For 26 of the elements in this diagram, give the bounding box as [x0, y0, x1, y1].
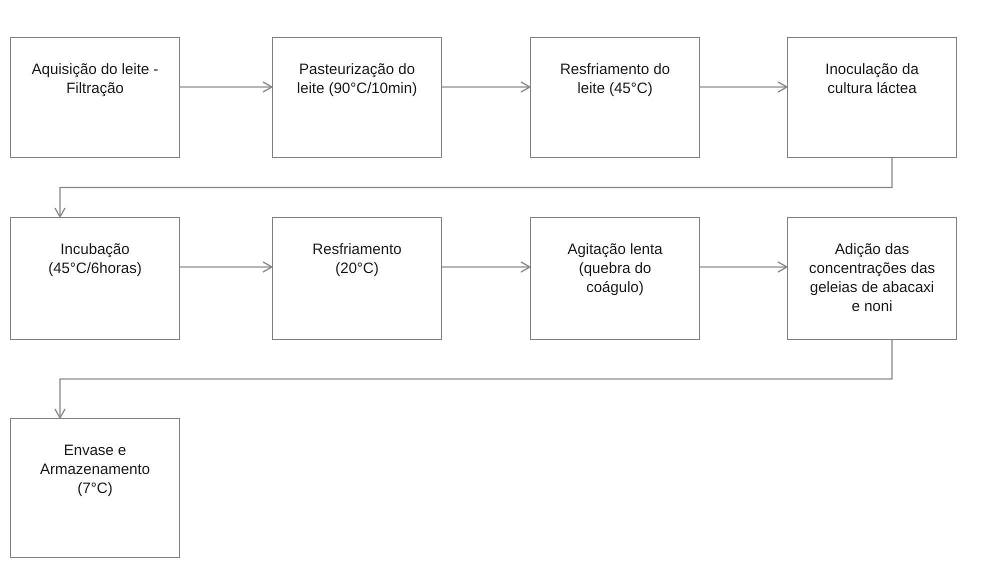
process-box	[787, 217, 957, 340]
process-box	[530, 217, 700, 340]
arrow	[700, 81, 788, 93]
step-text: Aquisição do leite - Filtração	[30, 60, 160, 98]
step-text: Pasteurização do leite (90°C/10min)	[296, 60, 418, 98]
process-box	[787, 37, 957, 158]
process-box	[530, 37, 700, 158]
process-box	[272, 217, 442, 340]
step-text: Resfriamento do leite (45°C)	[558, 60, 672, 98]
arrow	[54, 158, 893, 218]
process-box	[10, 418, 180, 558]
step-text: Resfriamento (20°C)	[311, 240, 403, 278]
step-text: Adição das concentrações das geleias de abacaxi e noni	[808, 240, 936, 316]
step-text: Envase e Armazenamento (7°C)	[38, 441, 152, 498]
arrow	[700, 261, 788, 273]
arrow	[180, 261, 273, 273]
step-text: Agitação lenta (quebra do coágulo)	[566, 240, 664, 297]
arrow	[442, 81, 531, 93]
step-text: Inoculação da cultura láctea	[824, 60, 920, 98]
process-box	[272, 37, 442, 158]
process-box	[10, 217, 180, 340]
arrow	[442, 261, 531, 273]
process-box	[10, 37, 180, 158]
arrow	[54, 340, 893, 419]
arrow	[180, 81, 273, 93]
step-text: Incubação (45°C/6horas)	[47, 240, 143, 278]
